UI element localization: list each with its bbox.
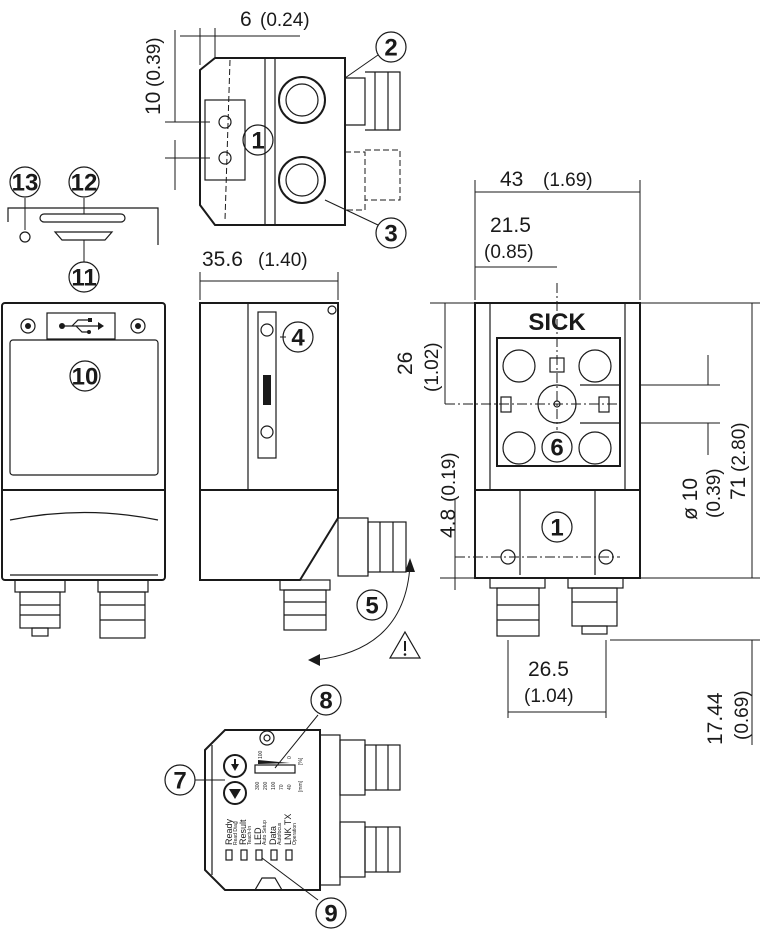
dim-43: 43 <box>500 168 523 191</box>
led-labels: Ready Read Diag Result Teach-In LED Auto… <box>224 814 298 845</box>
svg-text:2: 2 <box>384 35 397 62</box>
callout-1-top: 1 <box>242 124 274 156</box>
svg-text:[mm]: [mm] <box>298 780 304 792</box>
svg-text:Autofocus: Autofocus <box>277 822 283 845</box>
callout-12: 12 <box>68 166 100 198</box>
svg-text:10: 10 <box>72 364 99 391</box>
dim-26-5: 26.5 <box>528 658 569 681</box>
dim-71-inch: (2.80) <box>729 422 750 472</box>
callouts: 1 2 3 4 5 6 1 7 8 9 10 11 12 13 <box>9 31 573 929</box>
led-indicators <box>225 849 293 861</box>
dim-17-44-inch: (0.69) <box>732 690 753 740</box>
svg-text:7: 7 <box>173 768 186 795</box>
dim-dia10: ø 10 <box>679 478 702 520</box>
callout-13: 13 <box>9 166 41 198</box>
dim-dia10-inch: (0.39) <box>704 468 725 518</box>
svg-text:Result: Result <box>238 819 248 845</box>
dim-43-inch: (1.69) <box>543 170 593 191</box>
dim-26: 26 <box>394 352 417 375</box>
side-view: 35.6 (1.40) <box>199 248 422 666</box>
callout-1-front: 1 <box>541 511 573 543</box>
connector-3 <box>278 156 326 204</box>
dim-21-5: 21.5 <box>490 214 531 237</box>
svg-text:9: 9 <box>324 901 337 928</box>
dim-35-6: 35.6 <box>202 248 243 271</box>
dim-10-inch: (0.39) <box>144 37 165 87</box>
svg-text:6: 6 <box>550 435 563 462</box>
usb-icon <box>59 318 104 334</box>
distance-scale: 100 0 [%] 300 200 100 70 40 [mm] <box>255 750 304 792</box>
svg-text:11: 11 <box>71 265 96 292</box>
svg-text:13: 13 <box>12 170 39 197</box>
dim-35-6-inch: (1.40) <box>258 250 308 271</box>
callout-2: 2 <box>375 31 407 63</box>
svg-text:40: 40 <box>287 784 293 790</box>
top-view: 6 (0.24) 10 (0.39) <box>142 8 401 226</box>
svg-text:70: 70 <box>279 784 285 790</box>
front-view-right: SICK 43 (1.69) 21.5 (0.85) 26 <box>394 168 760 745</box>
down-button-icon <box>223 781 247 805</box>
svg-text:Auto Setup: Auto Setup <box>262 820 268 845</box>
svg-text:[%]: [%] <box>298 757 304 765</box>
svg-text:Data: Data <box>268 826 278 845</box>
dim-26-5-inch: (1.04) <box>524 686 574 707</box>
svg-text:Operation: Operation <box>292 823 298 845</box>
svg-text:4: 4 <box>291 325 305 352</box>
svg-text:12: 12 <box>71 170 98 197</box>
dim-21-5-inch: (0.85) <box>484 242 534 263</box>
svg-text:0: 0 <box>287 756 293 759</box>
svg-text:100: 100 <box>271 781 277 790</box>
svg-text:5: 5 <box>365 593 378 620</box>
callout-4: 4 <box>282 321 314 353</box>
dim-6: 6 <box>240 8 252 31</box>
front-view-left <box>1 302 166 639</box>
callout-10: 10 <box>69 360 101 392</box>
svg-text:Read Diag: Read Diag <box>233 821 239 845</box>
svg-text:Teach-In: Teach-In <box>247 826 253 845</box>
callout-3: 3 <box>375 217 407 249</box>
svg-text:LED: LED <box>253 827 263 845</box>
warning-triangle-icon <box>388 630 422 659</box>
svg-text:1: 1 <box>251 128 264 155</box>
window-detail <box>7 198 159 262</box>
callout-8: 8 <box>310 684 342 716</box>
teach-button-icon <box>223 754 247 778</box>
svg-text:100: 100 <box>258 750 264 759</box>
svg-text:1: 1 <box>550 515 563 542</box>
callout-9: 9 <box>315 897 347 929</box>
callout-6: 6 <box>541 431 573 463</box>
svg-text:8: 8 <box>319 688 332 715</box>
svg-text:Ready: Ready <box>224 818 234 845</box>
connector-2 <box>278 76 326 124</box>
callout-5: 5 <box>356 589 388 621</box>
callout-11: 11 <box>68 261 100 293</box>
svg-text:LNK TX: LNK TX <box>283 814 293 845</box>
svg-text:3: 3 <box>384 221 397 248</box>
dim-6-inch: (0.24) <box>260 10 310 31</box>
svg-text:200: 200 <box>263 781 269 790</box>
dim-71: 71 <box>727 477 750 500</box>
dim-10: 10 <box>142 92 165 115</box>
dim-17-44: 17.44 <box>704 692 727 745</box>
callout-7: 7 <box>164 764 196 796</box>
bottom-view: 100 0 [%] 300 200 100 70 40 [mm] Ready R… <box>195 714 401 901</box>
dim-4-8: 4.8 <box>437 509 460 538</box>
leader-lines <box>280 54 379 338</box>
svg-text:300: 300 <box>255 781 261 790</box>
dim-4-8-inch: (0.19) <box>439 452 460 502</box>
dim-26-inch: (1.02) <box>422 342 443 392</box>
